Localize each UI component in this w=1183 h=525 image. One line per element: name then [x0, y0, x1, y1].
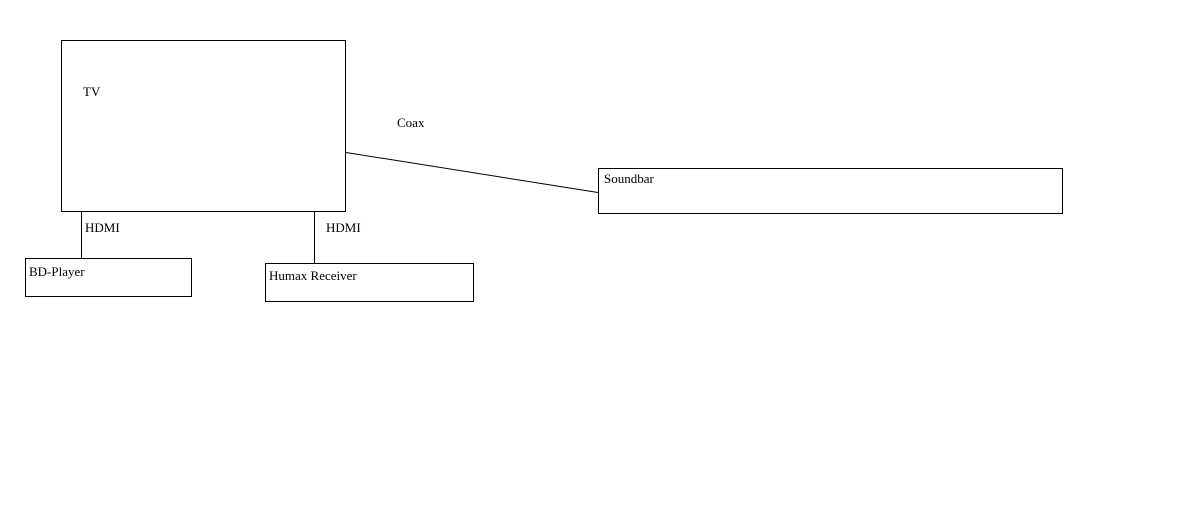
hdmi-edge-label-bd-player: HDMI: [85, 220, 120, 235]
hdmi-edge-label-humax-receiver: HDMI: [326, 220, 361, 235]
node-tv: TV: [61, 40, 346, 212]
node-humax-receiver: Humax Receiver: [265, 263, 474, 302]
node-bd-player-label: BD-Player: [29, 264, 85, 279]
hdmi-connector-line-humax-receiver: [314, 211, 315, 263]
coax-line-segment: [345, 152, 599, 193]
node-tv-label: TV: [83, 84, 101, 99]
node-soundbar-label: Soundbar: [604, 171, 654, 186]
node-bd-player: BD-Player: [25, 258, 192, 297]
node-humax-receiver-label: Humax Receiver: [269, 268, 357, 283]
hdmi-connector-line-bd-player: [81, 211, 82, 258]
node-soundbar: Soundbar: [598, 168, 1063, 214]
coax-edge-label: Coax: [397, 115, 425, 130]
